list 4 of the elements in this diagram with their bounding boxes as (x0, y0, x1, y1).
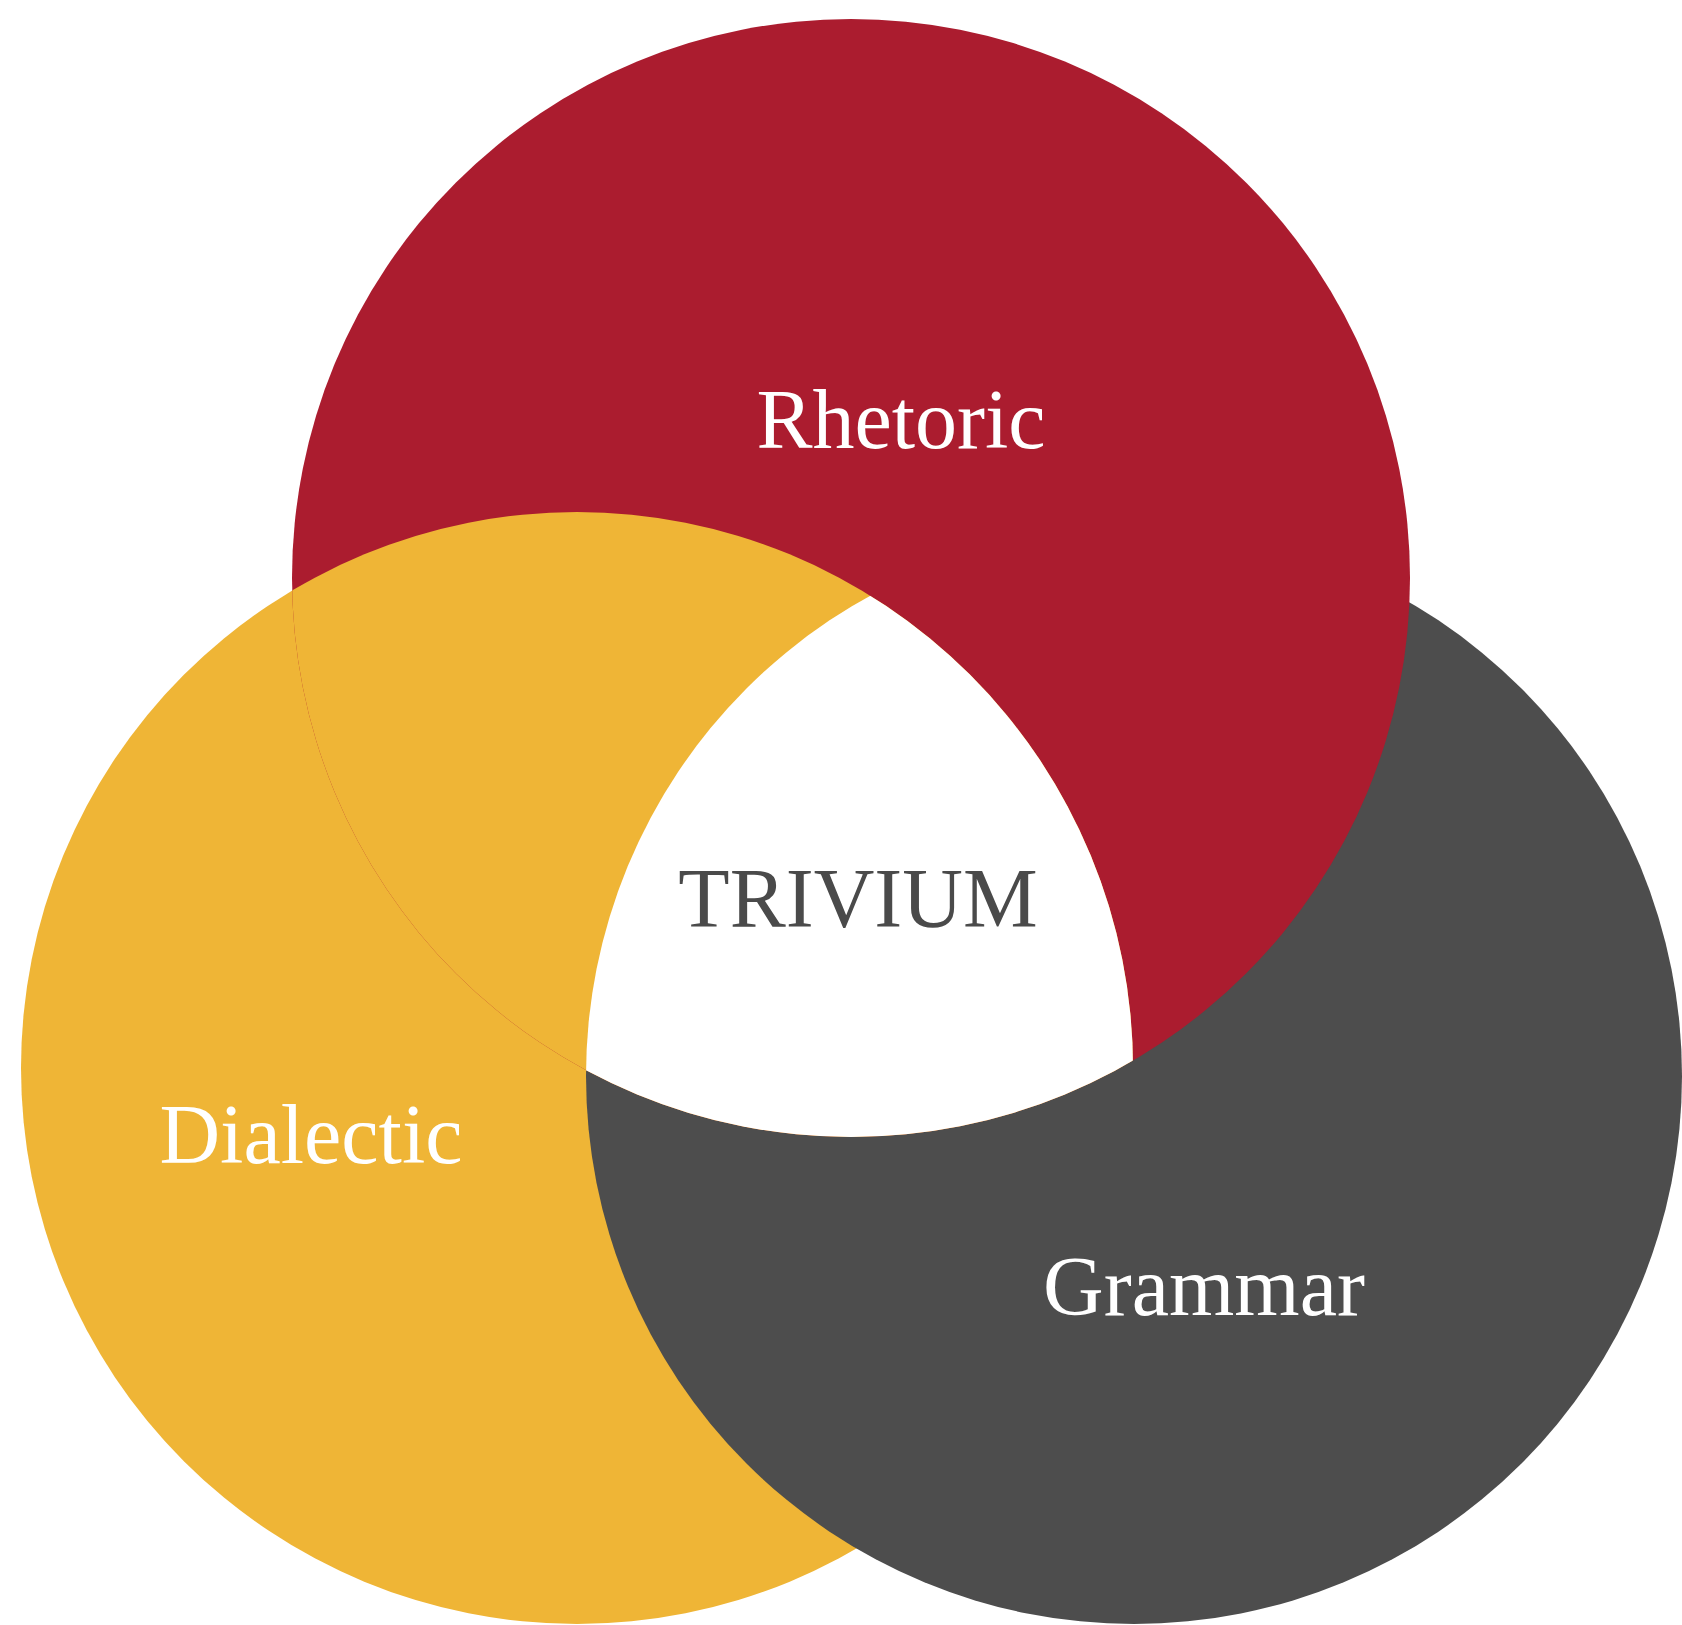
center-label: TRIVIUM (678, 857, 1038, 941)
circle-label: Dialectic (159, 1093, 463, 1177)
circle-label: Grammar (1043, 1245, 1365, 1329)
circle-label: Rhetoric (756, 378, 1046, 462)
